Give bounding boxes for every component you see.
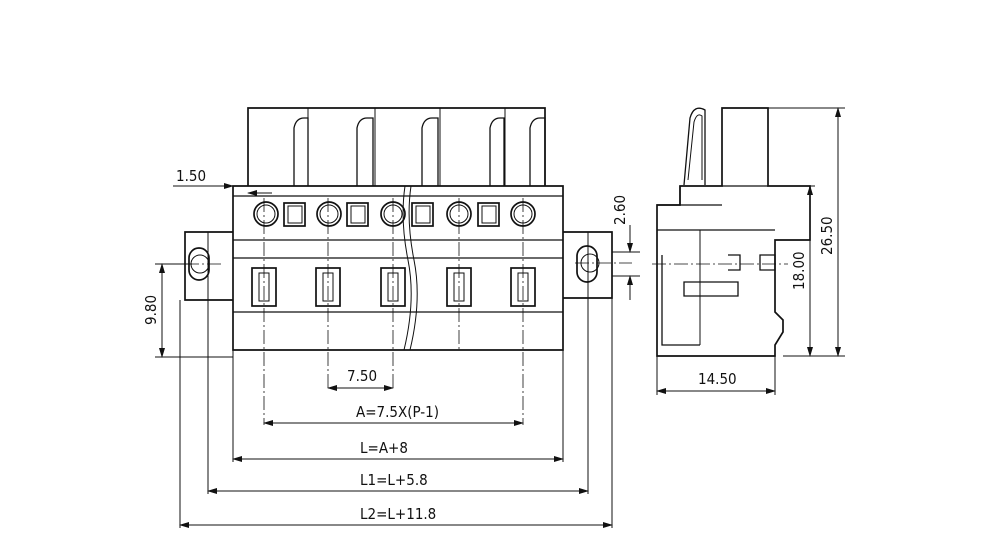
pitch-centerlines bbox=[263, 198, 524, 425]
label-formula-l: L=A+8 bbox=[360, 439, 408, 457]
side-view bbox=[652, 107, 845, 395]
label-height-side-small: 2.60 bbox=[611, 195, 629, 225]
left-mounting-flange bbox=[184, 231, 233, 301]
label-pitch-offset: 1.50 bbox=[176, 167, 206, 185]
label-formula-l2: L2=L+11.8 bbox=[360, 505, 436, 523]
pin-windows bbox=[251, 267, 536, 307]
label-height-side-mid: 18.00 bbox=[790, 251, 808, 290]
label-formula-a: A=7.5X(P-1) bbox=[356, 403, 439, 421]
label-pitch: 7.50 bbox=[347, 367, 377, 385]
dimension-labels: 1.50 7.50 A=7.5X(P-1) L=A+8 L1=L+5.8 L2=… bbox=[142, 167, 836, 523]
label-depth-side: 14.50 bbox=[698, 370, 737, 388]
front-view bbox=[155, 107, 640, 528]
dimension-lines bbox=[159, 183, 640, 528]
label-formula-l1: L1=L+5.8 bbox=[360, 471, 428, 489]
actuator-levers bbox=[293, 117, 546, 186]
label-height-flange: 9.80 bbox=[142, 295, 160, 325]
connector-body bbox=[232, 107, 564, 351]
right-mounting-flange bbox=[563, 231, 632, 299]
wire-entries bbox=[253, 201, 536, 227]
label-height-side-total: 26.50 bbox=[818, 216, 836, 255]
